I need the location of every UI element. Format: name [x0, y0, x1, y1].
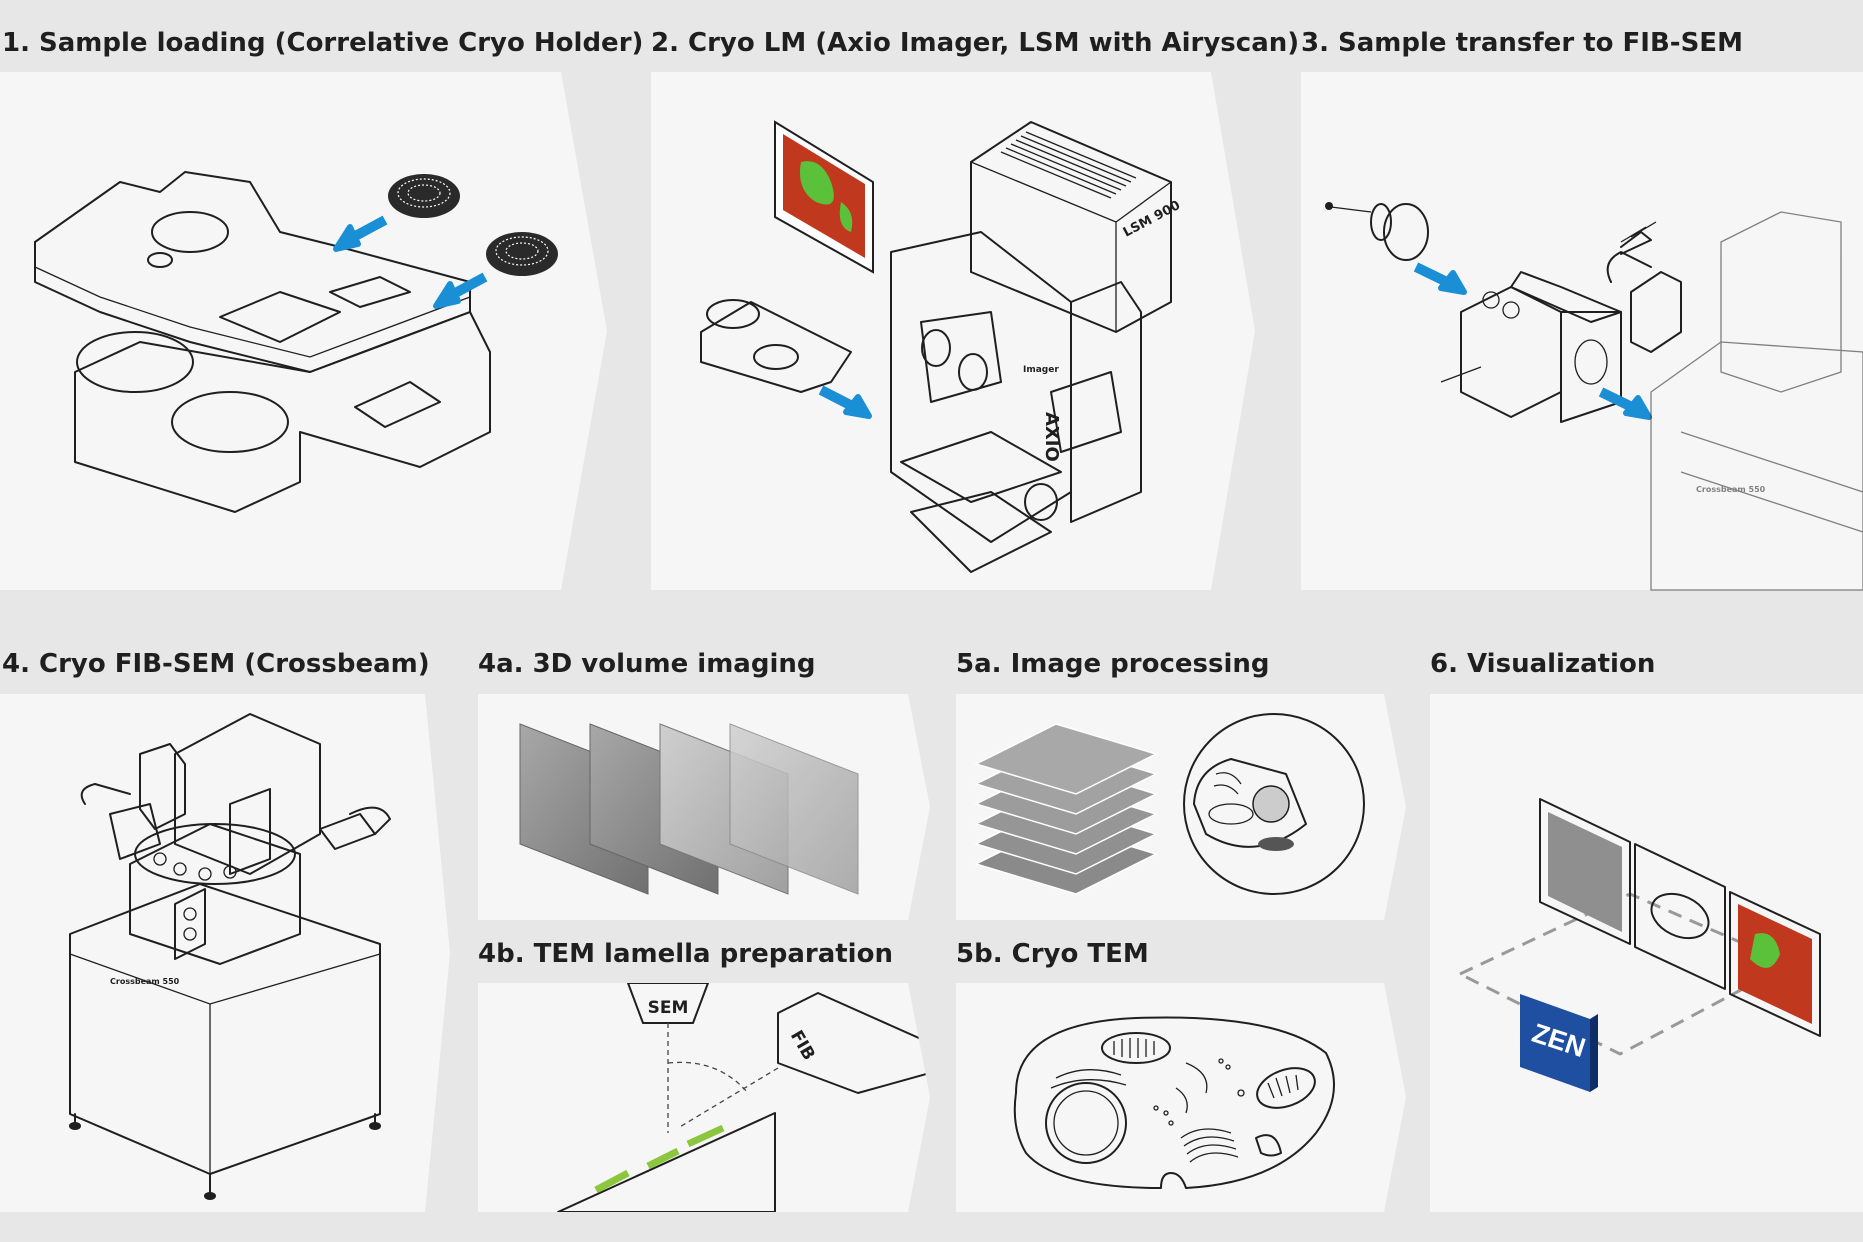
dashed-workspace [1456, 892, 1794, 1056]
panel-3d-volume-imaging [478, 694, 930, 920]
panel-tem-lamella: SEM FIB [478, 983, 930, 1212]
er-fragments [1050, 1058, 1245, 1126]
fluorescence-thumbnail [1729, 891, 1821, 1037]
processing-illustration [973, 713, 1365, 895]
zen-icon: ZEN [1520, 994, 1598, 1092]
axio-imager-body: Imager AXIO [890, 231, 1142, 573]
step-4-title: 4. Cryo FIB-SEM (Crossbeam) [2, 649, 430, 679]
transfer-illustration: Crossbeam 550 [1325, 202, 1863, 591]
crossbeam-label-small: Crossbeam 550 [1696, 485, 1766, 494]
fib-column [80, 743, 186, 860]
holder-base [74, 311, 491, 513]
step-5b-title: 5b. Cryo TEM [956, 939, 1149, 969]
volume-slices [519, 723, 859, 895]
fib-column-icon: FIB [777, 992, 930, 1094]
golgi [1180, 1128, 1239, 1163]
panel-sample-transfer: Crossbeam 550 [1301, 72, 1863, 591]
crossbeam-illustration: Crossbeam 550 [69, 713, 391, 1200]
cryo-holder-illustration [34, 171, 558, 513]
holder-well-right [171, 391, 289, 453]
mitochondrion-2 [1256, 1067, 1316, 1109]
panel-cryo-fib-sem: Crossbeam 550 [0, 694, 450, 1212]
sem-label: SEM [648, 998, 689, 1018]
sem-column [174, 713, 321, 875]
panel-cryo-tem [956, 983, 1406, 1212]
holder-top-block [34, 171, 471, 373]
step-6-title: 6. Visualization [1430, 649, 1656, 679]
panel-visualization: ZEN [1430, 694, 1863, 1212]
lsm-label: LSM 900 [1121, 198, 1183, 240]
panel-sample-loading [0, 72, 607, 590]
step-5a-title: 5a. Image processing [956, 649, 1270, 679]
fib-label: FIB [786, 1027, 819, 1064]
sample-wedge [557, 1112, 776, 1212]
step-4b-title: 4b. TEM lamella preparation [478, 939, 893, 969]
panel-image-processing [956, 694, 1406, 920]
em-grid-1 [388, 174, 460, 218]
panel-cryo-lm: LSM 900 Imager AXIO [651, 72, 1255, 590]
transfer-module [1440, 221, 1657, 423]
axio-imager-illustration: LSM 900 Imager AXIO [700, 120, 1183, 573]
cell-outline [1013, 1016, 1335, 1189]
crossbeam-cabinet: Crossbeam 550 [69, 883, 381, 1200]
axio-label: AXIO [1041, 412, 1062, 462]
gis-arm [319, 806, 391, 850]
sem-column-icon: SEM [627, 983, 709, 1024]
volume-thumbnail [1539, 798, 1631, 945]
crossbeam-label: Crossbeam 550 [110, 977, 180, 986]
load-arrow-2 [433, 272, 488, 309]
holder-well-left [76, 331, 194, 393]
fib-column-partial [1606, 251, 1682, 353]
lsm-scan-head: LSM 900 [970, 121, 1183, 333]
step-4a-title: 4a. 3D volume imaging [478, 649, 816, 679]
transfer-arrow-2 [1598, 387, 1652, 420]
vacuole [1255, 1134, 1282, 1157]
fluorescence-image [774, 120, 874, 274]
crossbeam-chamber [129, 823, 301, 965]
slice-stack [973, 723, 1159, 895]
cryo-holder-small [700, 299, 852, 393]
step-2-title: 2. Cryo LM (Axio Imager, LSM with Airysc… [651, 28, 1300, 58]
mitochondrion-1 [1101, 1032, 1171, 1064]
lm-arrow [818, 385, 872, 419]
nucleus [1045, 1082, 1127, 1164]
step-1-title: 1. Sample loading (Correlative Cryo Hold… [2, 28, 644, 58]
model-thumbnail [1634, 843, 1726, 990]
cell-model-sphere [1183, 713, 1365, 895]
transfer-arrow-1 [1413, 262, 1467, 295]
imager-label: Imager [1023, 365, 1059, 375]
visualization-illustration: ZEN [1456, 798, 1821, 1092]
lamella-diagram: SEM FIB [557, 983, 930, 1212]
lamella-highlight [594, 1124, 725, 1194]
em-grid-2 [486, 232, 558, 276]
crossbeam-partial: Crossbeam 550 [1650, 211, 1863, 591]
step-3-title: 3. Sample transfer to FIB-SEM [1301, 28, 1743, 58]
cell-membrane [1013, 1016, 1335, 1189]
volume-slice-4 [729, 723, 859, 895]
shuttle [1325, 202, 1429, 261]
load-arrow-1 [333, 215, 388, 252]
